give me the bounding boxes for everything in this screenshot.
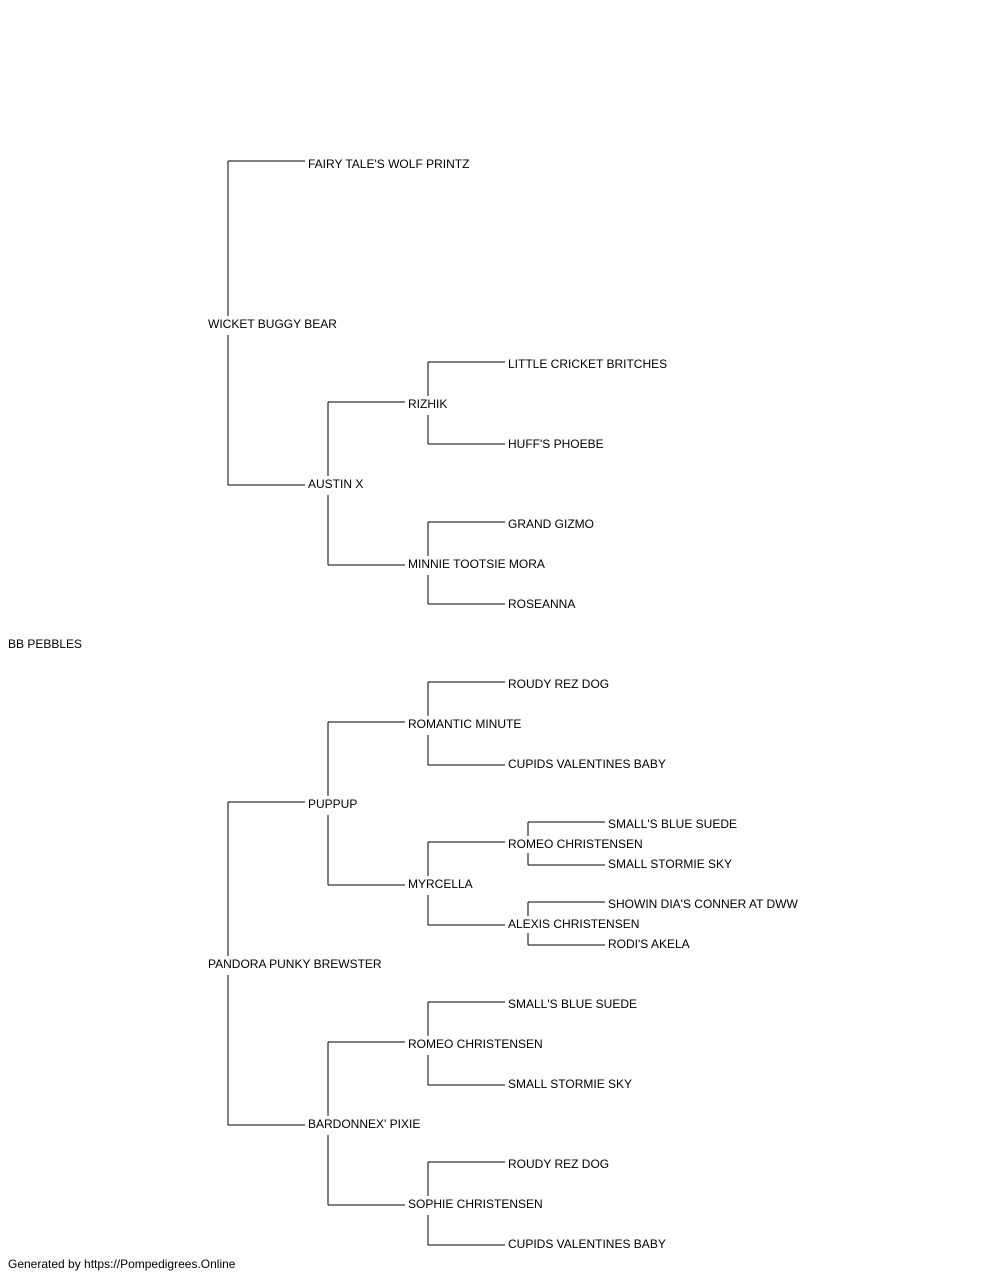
dsdds-name: SHOWIN DIA'S CONNER AT DWW — [608, 897, 798, 911]
dd-name: BARDONNEX' PIXIE — [308, 1117, 421, 1131]
ddds-name: ROUDY REZ DOG — [508, 1157, 610, 1171]
dds-name: ROMEO CHRISTENSEN — [408, 1037, 543, 1051]
dssd-name: CUPIDS VALENTINES BABY — [508, 757, 666, 771]
sdss-name: LITTLE CRICKET BRITCHES — [508, 357, 668, 371]
ddd-name: SOPHIE CHRISTENSEN — [408, 1197, 543, 1211]
dsdd-name: ALEXIS CHRISTENSEN — [508, 917, 640, 931]
sds-name: RIZHIK — [408, 397, 448, 411]
dsddd-name: RODI'S AKELA — [608, 937, 690, 951]
dddd-name: CUPIDS VALENTINES BABY — [508, 1237, 666, 1251]
sddd-name: ROSEANNA — [508, 597, 576, 611]
sd-name: AUSTIN X — [308, 477, 364, 491]
dsdsd-name: SMALL STORMIE SKY — [608, 857, 733, 871]
dam-name: PANDORA PUNKY BREWSTER — [208, 957, 382, 971]
ss-name: FAIRY TALE'S WOLF PRINTZ — [308, 157, 470, 171]
dss-name: ROMANTIC MINUTE — [408, 717, 522, 731]
sdd-name: MINNIE TOOTSIE MORA — [408, 557, 545, 571]
sdds-name: GRAND GIZMO — [508, 517, 594, 531]
sire-name: WICKET BUGGY BEAR — [208, 317, 337, 331]
dsds-name: ROMEO CHRISTENSEN — [508, 837, 643, 851]
generated-by-footer: Generated by https://Pompedigrees.Online — [8, 1257, 236, 1271]
sdsd-name: HUFF'S PHOEBE — [508, 437, 604, 451]
ddss-name: SMALL'S BLUE SUEDE — [508, 997, 638, 1011]
ddsd-name: SMALL STORMIE SKY — [508, 1077, 633, 1091]
subject-name: BB PEBBLES — [8, 637, 83, 651]
dsdss-name: SMALL'S BLUE SUEDE — [608, 817, 738, 831]
dsss-name: ROUDY REZ DOG — [508, 677, 610, 691]
dsd-name: MYRCELLA — [408, 877, 473, 891]
ds-name: PUPPUP — [308, 797, 358, 811]
